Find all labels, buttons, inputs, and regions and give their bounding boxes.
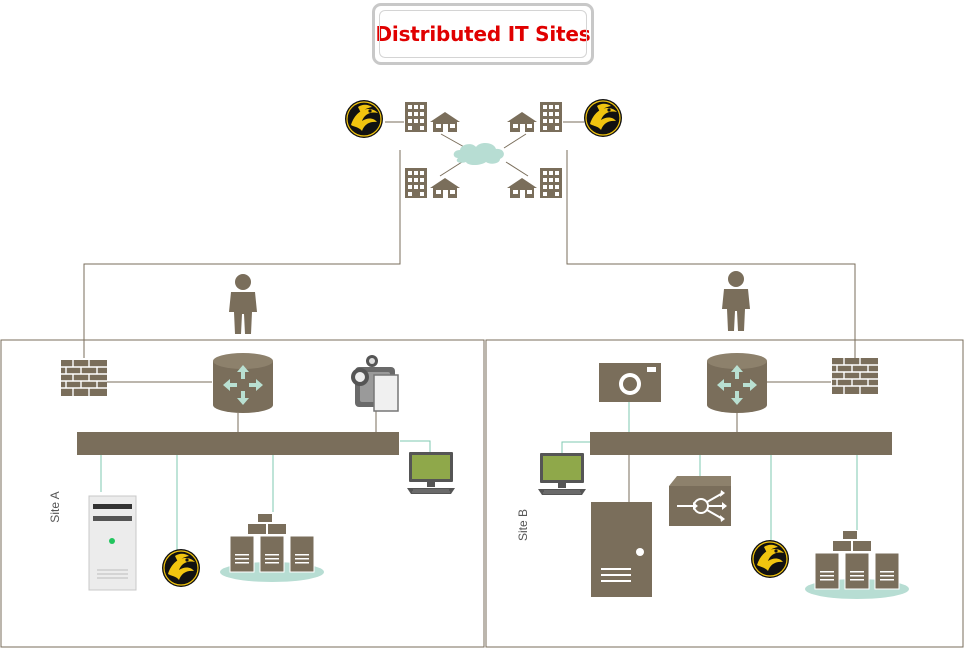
workstation-icon (537, 452, 587, 496)
server-tower-icon (88, 495, 137, 591)
site-a-links-accent (100, 440, 431, 550)
user-icon (229, 274, 257, 334)
emblem-icon (161, 548, 201, 588)
wan-links (385, 121, 584, 177)
workstation-icon (406, 451, 456, 495)
server-cluster-icon (804, 530, 910, 600)
site-b-bus-bar (590, 432, 892, 455)
server-tower-icon (591, 502, 652, 597)
site-b-links-accent (561, 402, 858, 540)
site-a-links-dark (107, 381, 377, 432)
site-b-boundary (485, 339, 964, 648)
load-balancer-icon (669, 476, 731, 526)
site-a-boundary (0, 339, 485, 648)
server-cluster-icon (219, 513, 325, 583)
office-building-icon (540, 102, 562, 132)
house-icon (430, 178, 460, 198)
site-b-label: Site B (516, 509, 530, 542)
video-camera-icon (351, 355, 399, 412)
emblem-icon (583, 98, 623, 138)
router-icon (213, 353, 273, 413)
emblem-icon (344, 99, 384, 139)
house-icon (507, 112, 537, 132)
firewall-icon (831, 357, 879, 395)
office-building-icon (540, 168, 562, 198)
house-icon (507, 178, 537, 198)
site-b-links-dark (628, 381, 831, 502)
user-icon (722, 271, 750, 331)
office-building-icon (405, 102, 427, 132)
title-box: Distributed IT Sites (372, 3, 594, 65)
diagram-title: Distributed IT Sites (375, 22, 591, 46)
office-building-icon (405, 168, 427, 198)
router-icon (707, 353, 767, 413)
firewall-icon (60, 359, 108, 397)
site-a-label: Site A (48, 491, 62, 523)
emblem-icon (750, 539, 790, 579)
site-uplinks (83, 150, 856, 358)
camera-icon (599, 363, 661, 402)
cloud-icon (453, 143, 504, 165)
house-icon (430, 112, 460, 132)
site-a-bus-bar (77, 432, 399, 455)
